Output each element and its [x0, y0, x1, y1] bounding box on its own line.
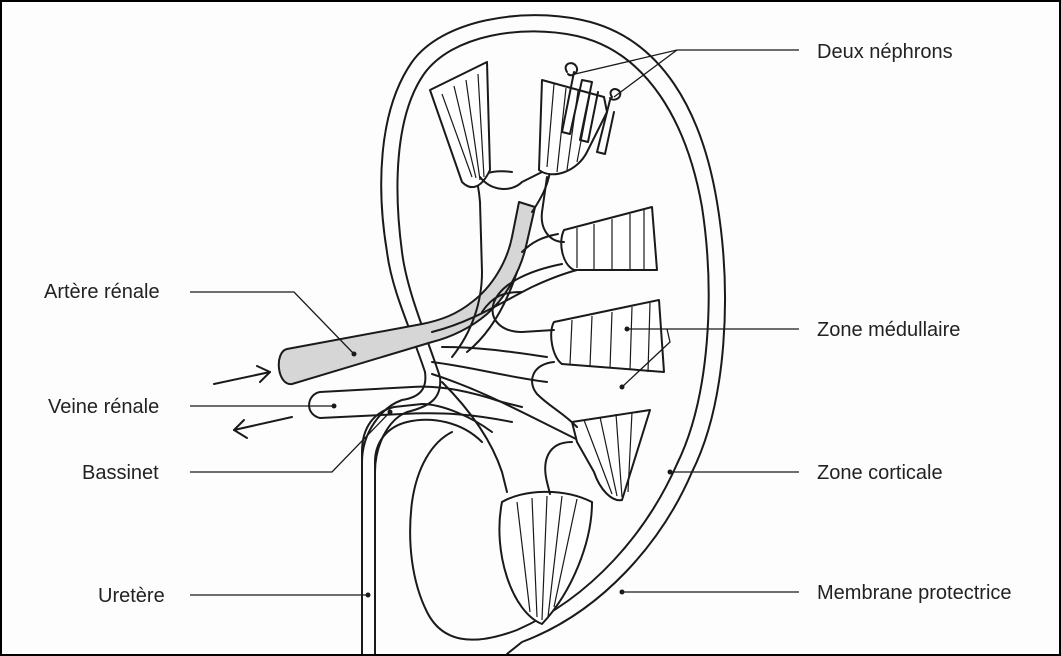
label-membrane-protectrice: Membrane protectrice — [817, 582, 1012, 604]
label-bassinet: Bassinet — [82, 462, 159, 484]
label-artere-renale: Artère rénale — [44, 281, 160, 303]
label-veine-renale: Veine rénale — [48, 396, 159, 418]
label-zone-corticale: Zone corticale — [817, 462, 943, 484]
pyramid-1 — [430, 62, 490, 187]
pyramid-5 — [572, 410, 650, 500]
renal-artery[interactable] — [279, 202, 535, 384]
label-deux-nephrons: Deux néphrons — [817, 41, 953, 63]
pyramid-3 — [561, 207, 657, 270]
pyramid-4 — [551, 300, 664, 372]
pyramid-6 — [499, 492, 592, 624]
label-uretere: Uretère — [98, 585, 165, 607]
label-zone-medullaire: Zone médullaire — [817, 319, 960, 341]
